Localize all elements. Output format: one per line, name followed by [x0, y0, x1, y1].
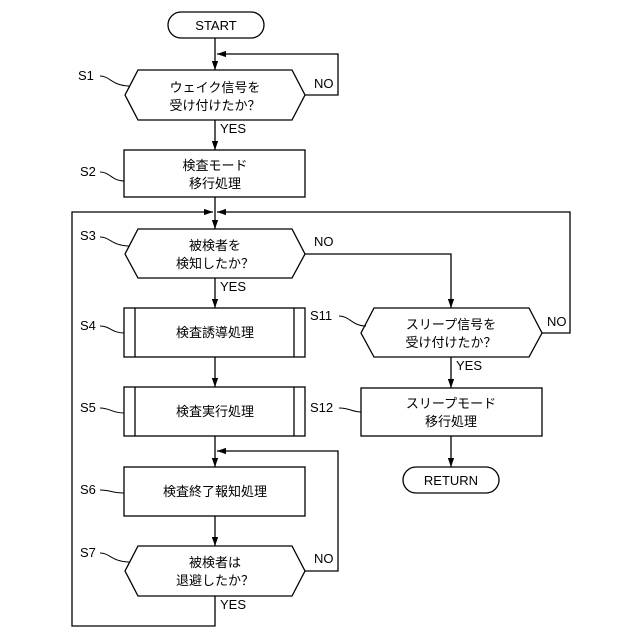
s5-text: 検査実行処理 [176, 404, 254, 420]
s6-text: 検査終了報知処理 [163, 484, 267, 500]
s12-text-line1: スリープモード [406, 397, 496, 412]
s7-step-id: S7 [80, 545, 96, 560]
s7-text-line2: 退避したか？ [176, 574, 254, 589]
s1-no-label: NO [314, 76, 334, 91]
s3-text-line2: 検知したか？ [176, 256, 254, 272]
s1-text-line1: ウェイク信号を [170, 81, 261, 96]
s3-no-branch [305, 254, 451, 308]
s6-step-id: S6 [80, 482, 96, 497]
s1-step-id: S1 [78, 68, 94, 83]
s12-step-id: S12 [310, 400, 333, 415]
s2-leader [100, 172, 124, 181]
s6-leader [100, 490, 124, 493]
s3-leader [100, 237, 130, 246]
s3-yes-label: YES [220, 279, 246, 294]
s11-step-id: S11 [310, 308, 332, 323]
s5-leader [100, 408, 124, 413]
s7-text-line1: 被検者は [189, 556, 241, 571]
s1-leader [100, 76, 130, 86]
s7-leader [100, 553, 130, 562]
s4-leader [100, 326, 124, 333]
s2-step-id: S2 [80, 164, 96, 179]
s12-text-line2: 移行処理 [425, 415, 477, 430]
s3-step-id: S3 [80, 228, 96, 243]
s12-leader [339, 408, 361, 412]
s1-yes-label: YES [220, 121, 246, 136]
s11-yes-label: YES [456, 358, 482, 373]
s2-text-line2: 移行処理 [189, 177, 241, 192]
start-label: START [195, 18, 236, 33]
s4-step-id: S4 [80, 318, 96, 333]
s3-no-label: NO [314, 234, 334, 249]
s11-no-label: NO [547, 314, 567, 329]
s11-text-line1: スリープ信号を [406, 318, 496, 333]
s11-text-line2: 受け付けたか？ [405, 336, 496, 351]
s3-text-line1: 被検者を [189, 239, 241, 254]
s7-no-label: NO [314, 551, 334, 566]
s4-text: 検査誘導処理 [176, 326, 254, 341]
s1-text-line2: 受け付けたか？ [169, 99, 260, 114]
s7-yes-label: YES [220, 597, 246, 612]
s5-step-id: S5 [80, 400, 96, 415]
return-label: RETURN [424, 473, 478, 488]
s2-text-line1: 検査モード [182, 159, 247, 174]
s11-leader [339, 316, 366, 326]
